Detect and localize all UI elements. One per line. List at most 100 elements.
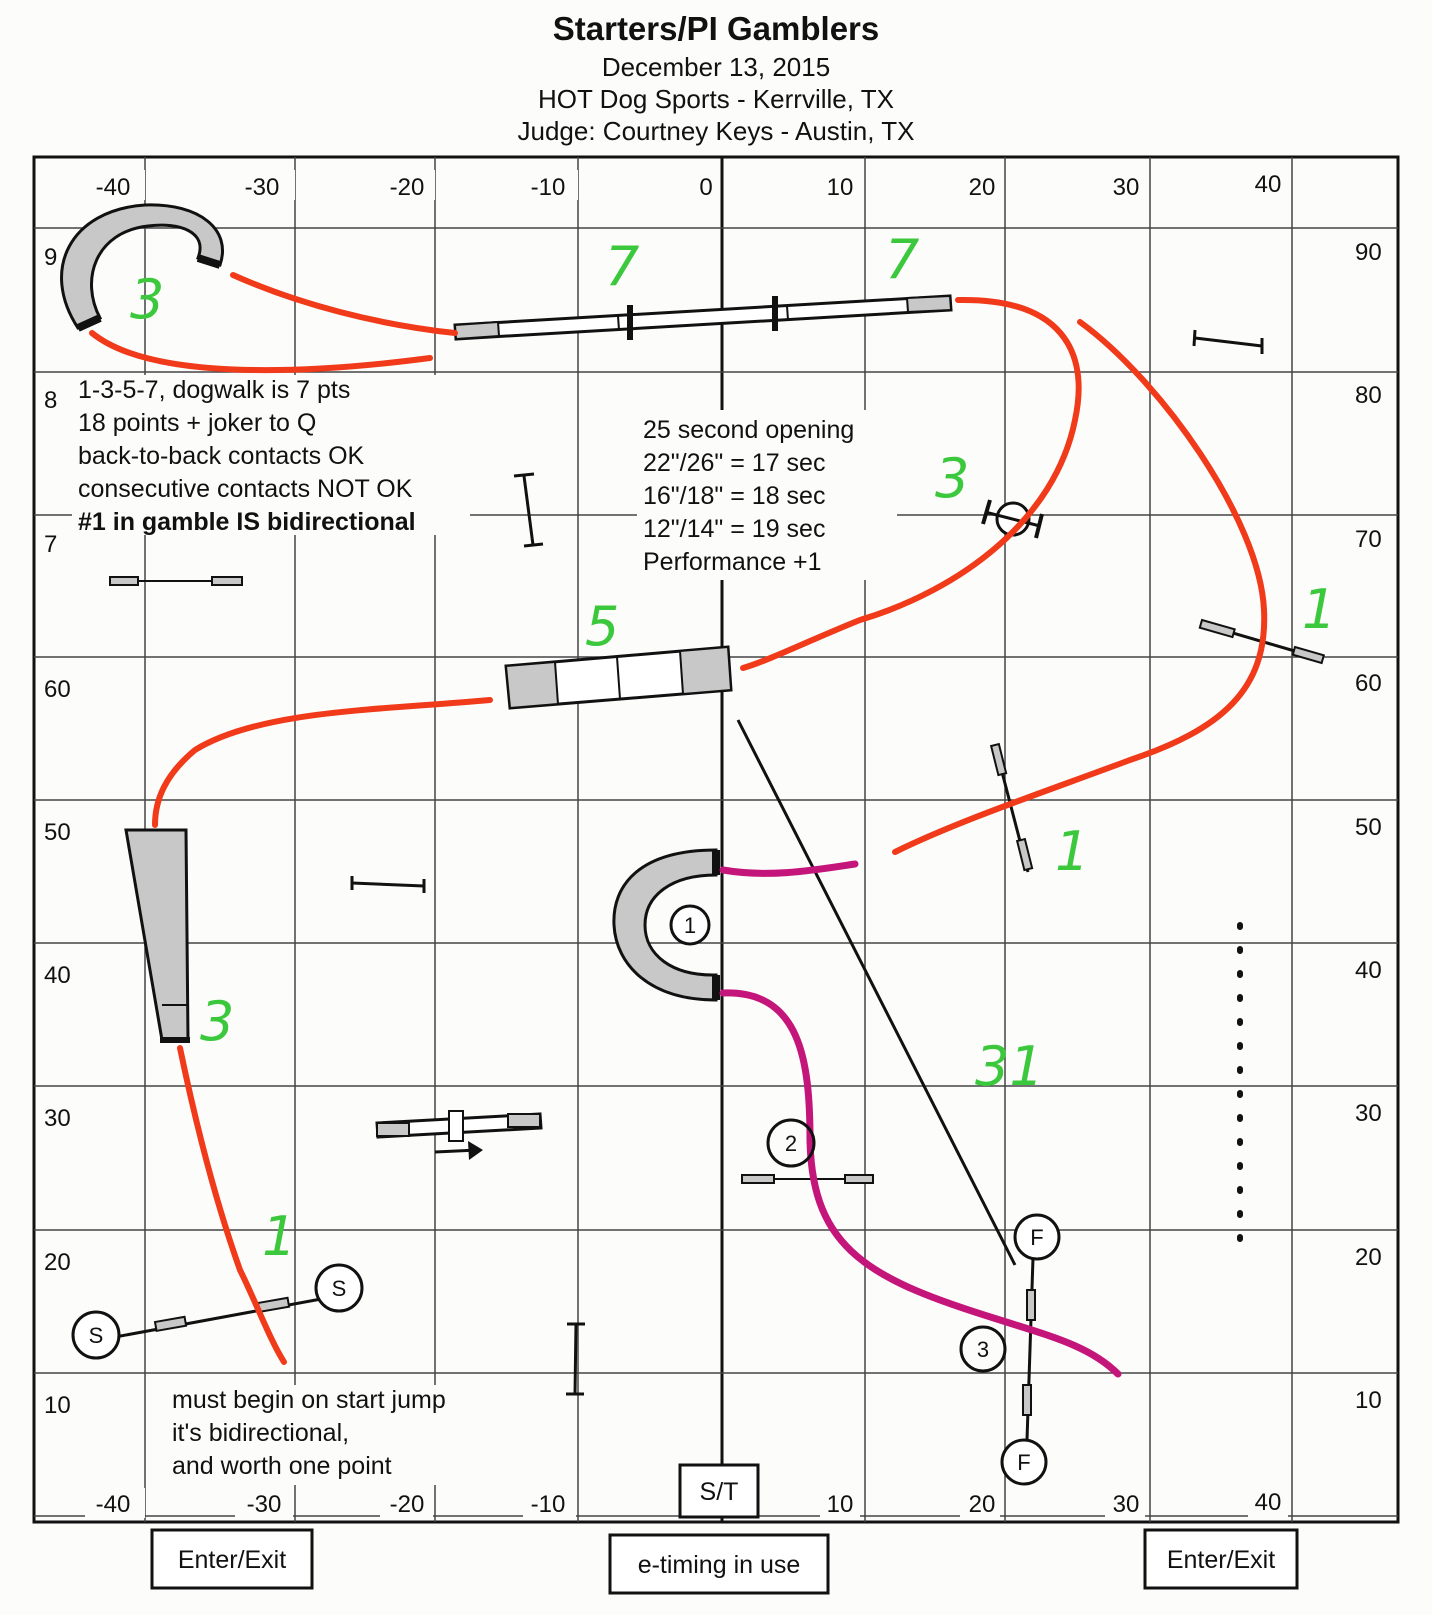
enter-exit-left-box: Enter/Exit xyxy=(150,1528,314,1590)
x-top-label: -40 xyxy=(96,174,131,201)
start-note: must begin on start jump it's bidirectio… xyxy=(172,1386,446,1480)
y-right-label: 30 xyxy=(1355,1100,1382,1127)
timing-line: Performance +1 xyxy=(643,548,822,576)
points-gamble: 31 xyxy=(975,1035,1044,1098)
jump-left-horizontal xyxy=(109,576,243,586)
x-bottom-label: -30 xyxy=(247,1491,282,1518)
x-top-label: -20 xyxy=(390,174,425,201)
finish-marker-bottom: F xyxy=(1000,1438,1048,1486)
tunnel-top-left xyxy=(60,203,224,330)
rule-line: 18 points + joker to Q xyxy=(78,409,316,437)
x-bottom-label: -40 xyxy=(96,1491,131,1518)
dogwalk xyxy=(453,294,953,341)
gamble-marker-2: 2 xyxy=(766,1118,816,1168)
chute xyxy=(124,828,190,1043)
timing-note-bg xyxy=(637,410,897,580)
timing-line: 16"/18" = 18 sec xyxy=(643,482,825,510)
course-judge: Judge: Courtney Keys - Austin, TX xyxy=(517,116,915,146)
y-left-label: 7 xyxy=(44,531,57,558)
finish-jump xyxy=(1022,1257,1036,1441)
y-right-label: 60 xyxy=(1355,670,1382,697)
jump-with-arrow xyxy=(375,1110,543,1160)
points-dogwalk-b: 7 xyxy=(885,228,919,291)
timing-line: 25 second opening xyxy=(643,416,854,444)
rules-note-bg xyxy=(72,375,470,535)
y-right-label: 80 xyxy=(1355,382,1382,409)
gamble-marker-1: 1 xyxy=(669,904,711,946)
start-marker-right-label: S xyxy=(332,1276,347,1301)
timing-line: 22"/26" = 17 sec xyxy=(643,449,825,477)
timing-note: 25 second opening 22"/26" = 17 sec 16"/1… xyxy=(643,416,854,576)
jump-middle-left xyxy=(350,876,426,893)
start-note-line: and worth one point xyxy=(172,1452,392,1480)
y-left-label: 30 xyxy=(44,1105,71,1132)
y-right-label: 10 xyxy=(1355,1387,1382,1414)
y-axis-left: 9 8 7 60 50 40 30 20 10 xyxy=(44,244,71,1419)
dog-path xyxy=(89,272,1268,1365)
x-top-label: 10 xyxy=(827,174,854,201)
y-left-label: 20 xyxy=(44,1249,71,1276)
x-bottom-label: 10 xyxy=(827,1491,854,1518)
scribe-timer-label: S/T xyxy=(700,1478,739,1506)
jump-vertical-lower xyxy=(566,1322,585,1396)
gamble-path xyxy=(719,860,1122,1378)
enter-exit-left-label: Enter/Exit xyxy=(178,1546,286,1574)
finish-marker-top-label: F xyxy=(1030,1225,1043,1250)
tunnel-end xyxy=(196,254,222,269)
points-tire: 3 xyxy=(935,447,969,510)
y-axis-right: 90 80 70 60 50 40 30 20 10 xyxy=(1355,239,1382,1414)
points-tunnel-top-left: 3 xyxy=(130,268,164,331)
enter-exit-right-box: Enter/Exit xyxy=(1143,1528,1299,1590)
x-bottom-label: -10 xyxy=(531,1491,566,1518)
ring-border xyxy=(32,155,1400,1524)
rule-line: consecutive contacts NOT OK xyxy=(78,475,413,503)
course-date: December 13, 2015 xyxy=(601,52,831,82)
start-marker-left-label: S xyxy=(89,1323,104,1348)
x-bottom-label: 20 xyxy=(969,1491,996,1518)
y-right-label: 90 xyxy=(1355,239,1382,266)
points-dogwalk-a: 7 xyxy=(605,235,639,298)
gamble-marker-1-label: 1 xyxy=(684,913,696,938)
y-left-label: 8 xyxy=(44,387,57,414)
y-left-label: 10 xyxy=(44,1392,71,1419)
rules-note: 1-3-5-7, dogwalk is 7 pts 18 points + jo… xyxy=(78,376,416,536)
start-marker-right: S xyxy=(314,1263,364,1313)
y-right-label: 50 xyxy=(1355,814,1382,841)
rule-line: 1-3-5-7, dogwalk is 7 pts xyxy=(78,376,350,404)
scribe-timer-box: S/T xyxy=(678,1463,760,1519)
gamble-line xyxy=(736,719,1017,1266)
x-top-label: 0 xyxy=(699,174,712,201)
y-left-label: 40 xyxy=(44,962,71,989)
enter-exit-right-label: Enter/Exit xyxy=(1167,1546,1275,1574)
x-bottom-label: 40 xyxy=(1255,1489,1282,1516)
y-right-label: 70 xyxy=(1355,526,1382,553)
etiming-box: e-timing in use xyxy=(608,1533,830,1595)
rule-line-bold: #1 in gamble IS bidirectional xyxy=(78,508,416,536)
points-jump-right: 1 xyxy=(1302,578,1336,641)
points-chute: 3 xyxy=(200,990,234,1053)
grid-vertical xyxy=(144,157,1293,1522)
jump-gamble-2 xyxy=(741,1174,874,1184)
x-bottom-label: 30 xyxy=(1113,1491,1140,1518)
jump-center-right xyxy=(989,742,1034,873)
x-bottom-label: -20 xyxy=(390,1491,425,1518)
gamble-marker-2-label: 2 xyxy=(785,1131,797,1156)
start-note-line: must begin on start jump xyxy=(172,1386,446,1414)
jump-vertical-left xyxy=(513,472,544,548)
arrow-head-icon xyxy=(468,1141,483,1160)
x-top-label: -10 xyxy=(531,174,566,201)
x-top-label: 30 xyxy=(1113,174,1140,201)
course-title: Starters/PI Gamblers xyxy=(552,10,880,47)
y-left-label: 9 xyxy=(44,244,57,271)
finish-marker-top: F xyxy=(1013,1213,1061,1261)
gamble-marker-3-label: 3 xyxy=(977,1337,989,1362)
x-top-label: -30 xyxy=(245,174,280,201)
etiming-label: e-timing in use xyxy=(638,1551,801,1579)
y-right-label: 40 xyxy=(1355,957,1382,984)
rule-line: back-to-back contacts OK xyxy=(78,442,365,470)
x-axis-bottom: -40 -30 -20 -10 10 20 30 40 xyxy=(85,1488,1288,1518)
a-frame xyxy=(504,645,733,710)
x-top-label: 20 xyxy=(969,174,996,201)
